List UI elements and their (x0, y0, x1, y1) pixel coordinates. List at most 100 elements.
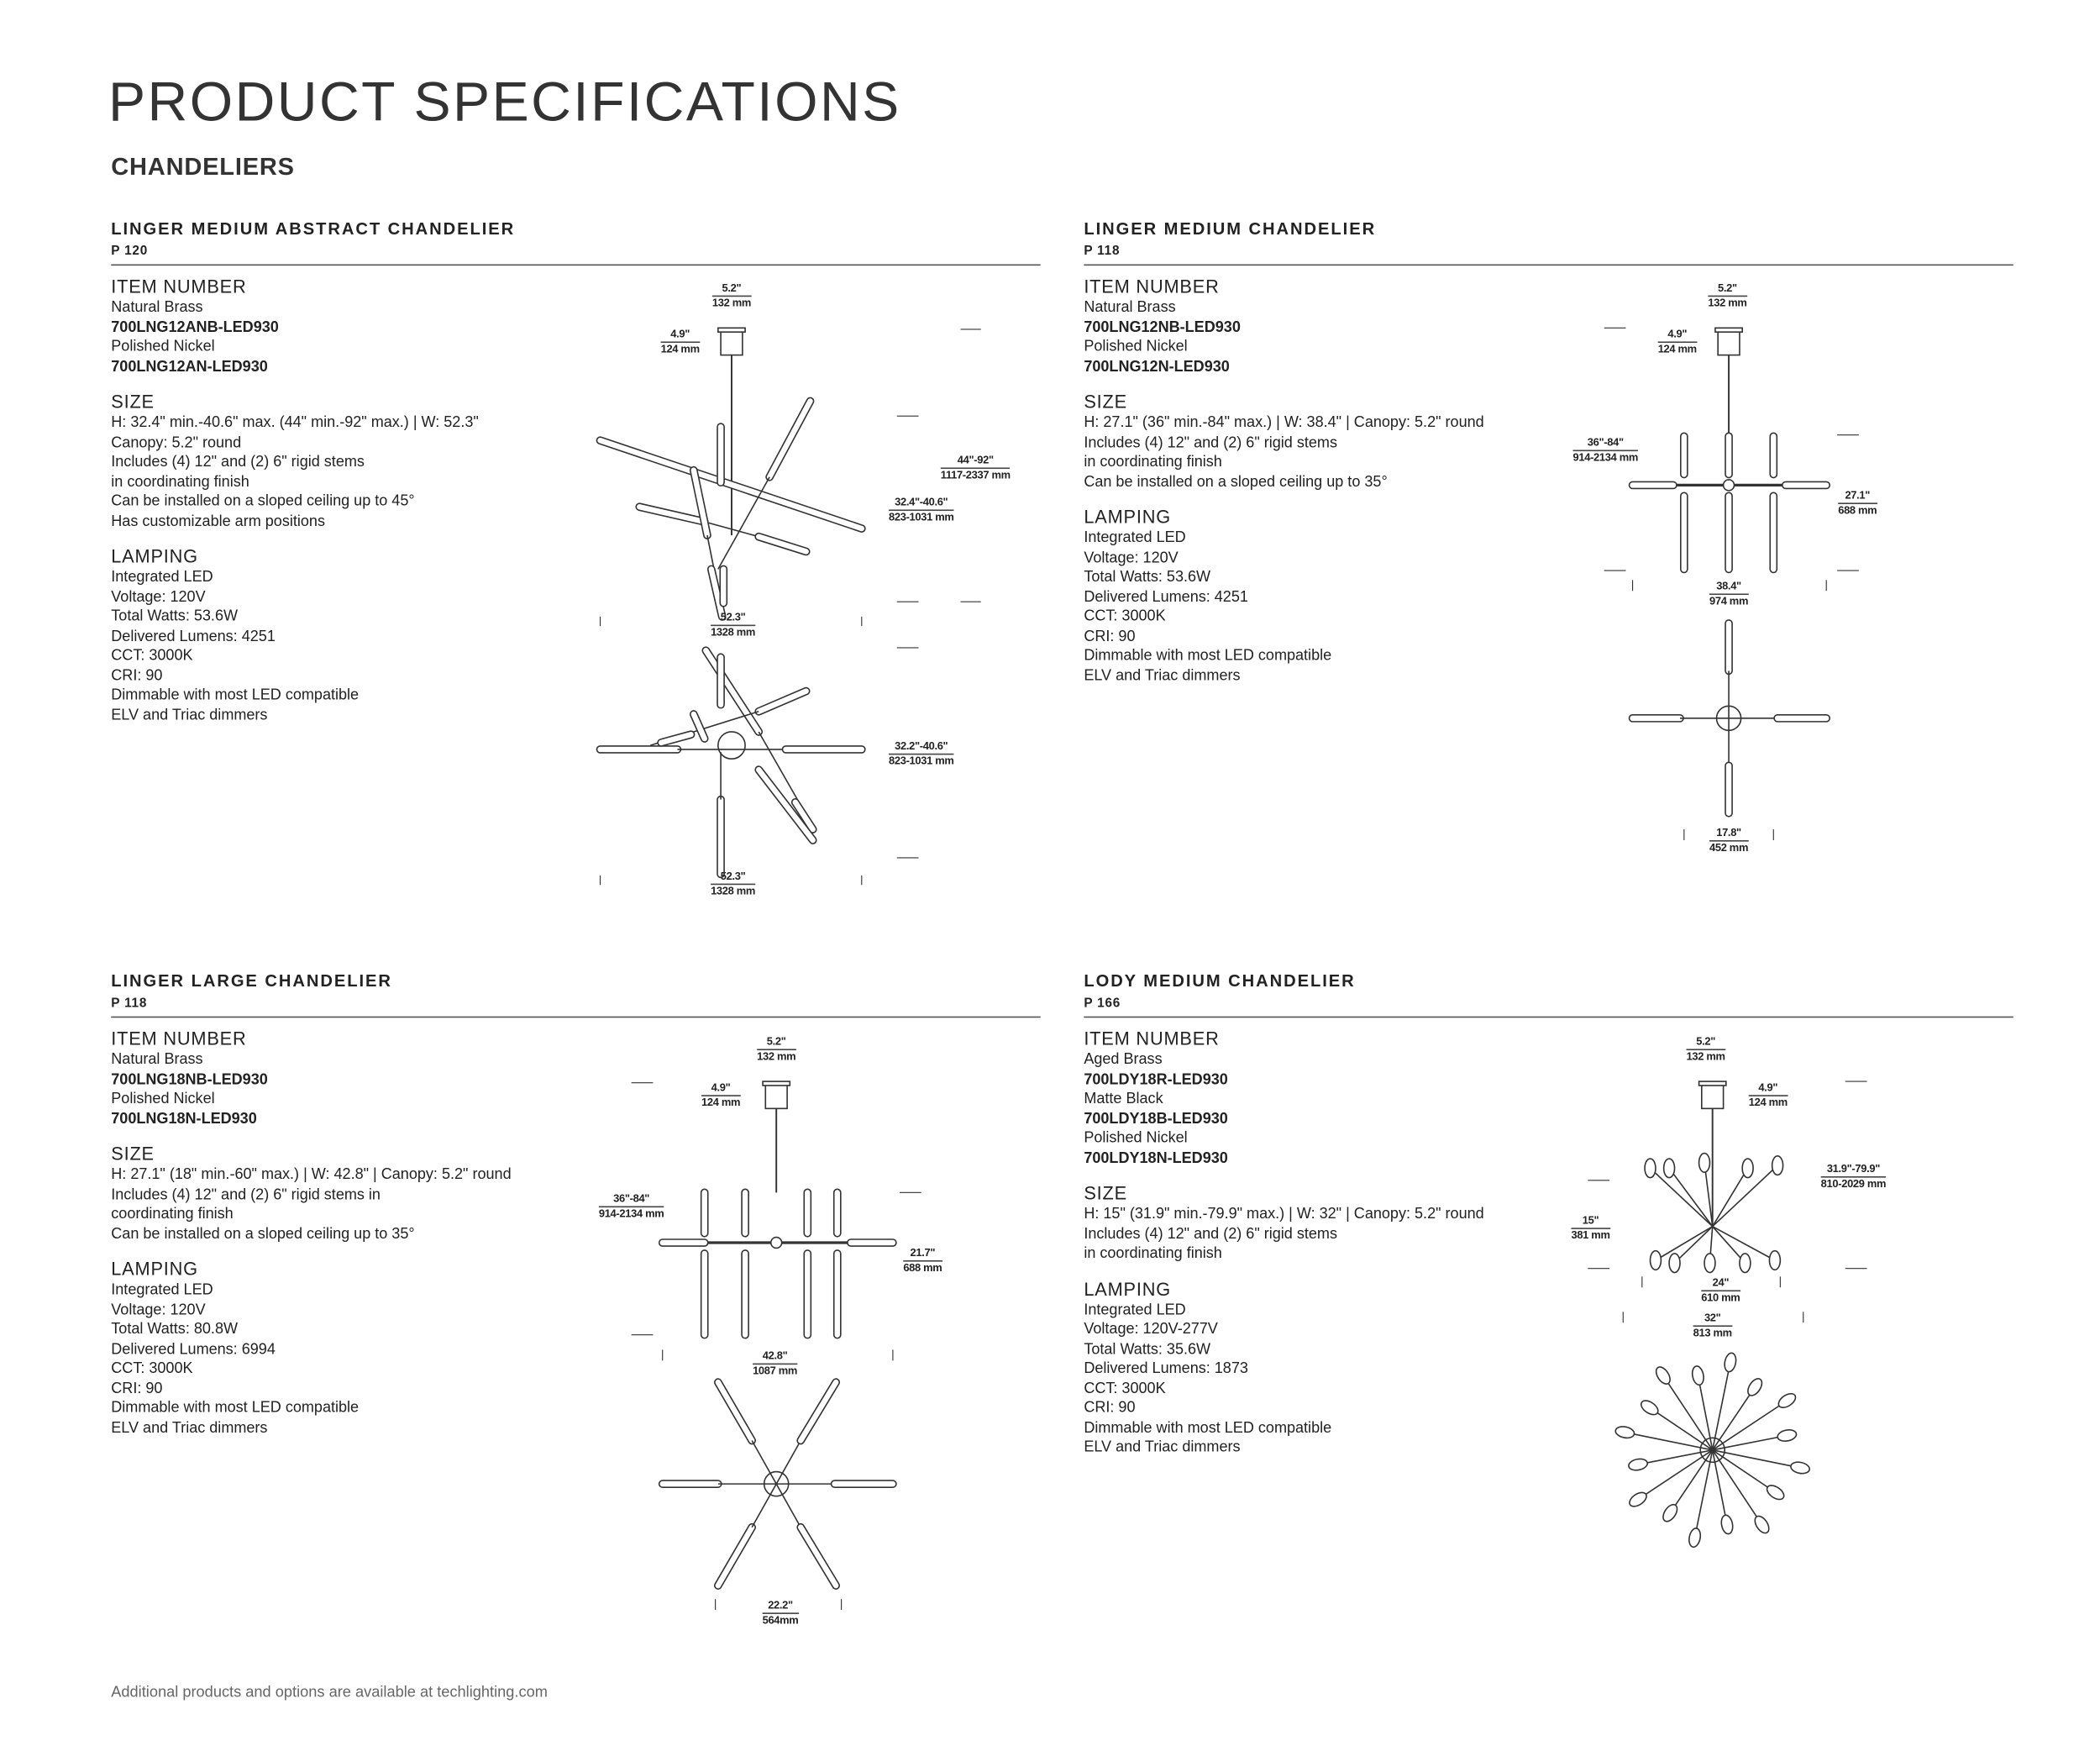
dimension-inches: 38.4" (1709, 580, 1749, 596)
canopy-plate (717, 327, 746, 333)
size-line: coordinating finish (111, 1206, 234, 1223)
dimension-inches: 5.2" (711, 281, 752, 297)
spec-list: ITEM NUMBER Natural Brass 700LNG12NB-LED9… (1084, 276, 1530, 686)
lamping-line: Voltage: 120V (1084, 549, 1179, 566)
dimension-mm: 974 mm (1709, 595, 1749, 607)
dimension-inches: 4.9" (1748, 1081, 1788, 1096)
dimension-inches: 42.8" (753, 1349, 798, 1365)
dimension-inches: 44"-92" (940, 454, 1011, 470)
lamping-line: ELV and Triac dimmers (111, 1419, 268, 1436)
item-code: 700LDY18B-LED930 (1084, 1110, 1228, 1128)
canopy-plate (762, 1081, 791, 1086)
item-code: 700LNG12N-LED930 (1084, 358, 1230, 375)
lamping-line: Integrated LED (1084, 1301, 1186, 1318)
size-line: H: 27.1" (18" min.-60" max.) | W: 42.8" … (111, 1166, 512, 1184)
product-name: LINGER MEDIUM ABSTRACT CHANDELIER (111, 219, 516, 239)
canopy-plate (1698, 1081, 1727, 1086)
dimension-label: 15"381 mm (1571, 1214, 1610, 1243)
lamp-cone (1628, 1458, 1649, 1471)
dimension-mm: 914-2134 mm (1572, 451, 1639, 464)
hub (769, 1236, 783, 1249)
lamping-line: Total Watts: 80.8W (111, 1321, 239, 1338)
category-title: CHANDELIERS (111, 153, 295, 181)
lamping-line: Dimmable with most LED compatible (111, 686, 360, 704)
stem-line (1711, 1362, 1731, 1450)
stem-line (1712, 1225, 1776, 1261)
dimension-mm: 1328 mm (711, 885, 756, 897)
catalog-page-ref: P 120 (111, 244, 149, 260)
stem-line (1712, 1449, 1777, 1493)
lamp-cone (1768, 1249, 1782, 1271)
size-line: Can be installed on a sloped ceiling up … (111, 493, 415, 510)
dimension-inches: 36"-84" (598, 1192, 664, 1208)
product-name: LODY MEDIUM CHANDELIER (1084, 971, 1356, 991)
stem-line (1712, 1434, 1788, 1451)
product-block: LINGER MEDIUM ABSTRACT CHANDELIER P 120 … (111, 219, 1041, 725)
dimension-inches: 32.4"-40.6" (889, 496, 954, 512)
lamping-line: CRI: 90 (1084, 628, 1136, 644)
dimension-label: 5.2"132 mm (1708, 281, 1747, 310)
dimension-label: 4.9"124 mm (1657, 328, 1697, 356)
dimension-mm: 1117-2337 mm (940, 469, 1011, 481)
dimension-label: 42.8"1087 mm (753, 1349, 797, 1378)
item-code: 700LDY18R-LED930 (1084, 1070, 1228, 1088)
size-line: Canopy: 5.2" round (111, 434, 242, 451)
canopy (1717, 329, 1740, 356)
dimension-mm: 564mm (762, 1613, 799, 1627)
product-block: LODY MEDIUM CHANDELIER P 166 ITEM NUMBER… (1084, 971, 2013, 1457)
item-code: 700LNG12NB-LED930 (1084, 318, 1241, 336)
lamping-line: ELV and Triac dimmers (1084, 667, 1241, 684)
dimension-mm: 810-2029 mm (1820, 1177, 1887, 1191)
lamping-line: Integrated LED (111, 1281, 213, 1299)
finish-name: Natural Brass (111, 1051, 203, 1068)
dimension-mm: 132 mm (711, 297, 752, 309)
catalog-page-ref: P 118 (111, 996, 148, 1012)
lamp-cone (1724, 1352, 1737, 1373)
dimension-mm: 452 mm (1709, 841, 1749, 854)
finish-name: Natural Brass (1084, 299, 1176, 316)
finish-name: Natural Brass (111, 299, 203, 316)
lamping-line: Delivered Lumens: 6994 (111, 1340, 276, 1358)
stem-line (1669, 1449, 1714, 1514)
finish-name: Polished Nickel (1084, 339, 1188, 355)
lamping-line: Dimmable with most LED compatible (111, 1400, 360, 1417)
size-line: Can be installed on a sloped ceiling up … (1084, 473, 1388, 491)
light-tube-fill (797, 1379, 839, 1443)
item-code: 700LNG18N-LED930 (111, 1110, 257, 1128)
size-line: Includes (4) 12" and (2) 6" rigid stems (1084, 434, 1337, 451)
dimension-inches: 52.3" (711, 611, 756, 627)
catalog-page-ref: P 166 (1084, 996, 1121, 1012)
item-number-heading: ITEM NUMBER (1084, 276, 1220, 297)
lamping-line: Total Watts: 53.6W (111, 608, 239, 625)
light-tube-fill (755, 688, 809, 714)
hub (1722, 479, 1735, 492)
dimension-mm: 1328 mm (711, 626, 756, 639)
lamping-line: ELV and Triac dimmers (1084, 1438, 1241, 1456)
dimension-label: 52.3"1328 mm (711, 611, 755, 639)
dimension-label: 17.8"452 mm (1709, 827, 1748, 855)
size-line: H: 27.1" (36" min.-84" max.) | W: 38.4" … (1084, 414, 1484, 431)
lamp-cone (1614, 1426, 1635, 1439)
stem-line (751, 1440, 801, 1528)
lamp-cone (1644, 1158, 1656, 1179)
lamp-cone (1741, 1158, 1754, 1179)
stem-line (1712, 1400, 1788, 1451)
lamp-cone (1771, 1154, 1784, 1176)
size-heading: SIZE (111, 1144, 155, 1165)
light-tube-fill (708, 566, 725, 620)
size-line: in coordinating finish (1084, 1245, 1222, 1262)
dimension-label: 24"610 mm (1701, 1276, 1740, 1305)
dimension-label: 4.9"124 mm (1748, 1081, 1788, 1110)
dimension-inches: 52.3" (711, 870, 756, 886)
stem-line (1704, 1162, 1714, 1227)
item-code: 700LNG18NB-LED930 (111, 1070, 268, 1088)
lamping-line: Integrated LED (1084, 529, 1186, 546)
stem-line (1712, 1386, 1756, 1451)
lamp-cone (1640, 1400, 1659, 1416)
stem-line (1649, 1407, 1714, 1451)
lamping-heading: LAMPING (111, 545, 198, 567)
hub (717, 731, 746, 760)
dimension-mm: 813 mm (1693, 1327, 1732, 1339)
finish-name: Polished Nickel (111, 339, 215, 355)
